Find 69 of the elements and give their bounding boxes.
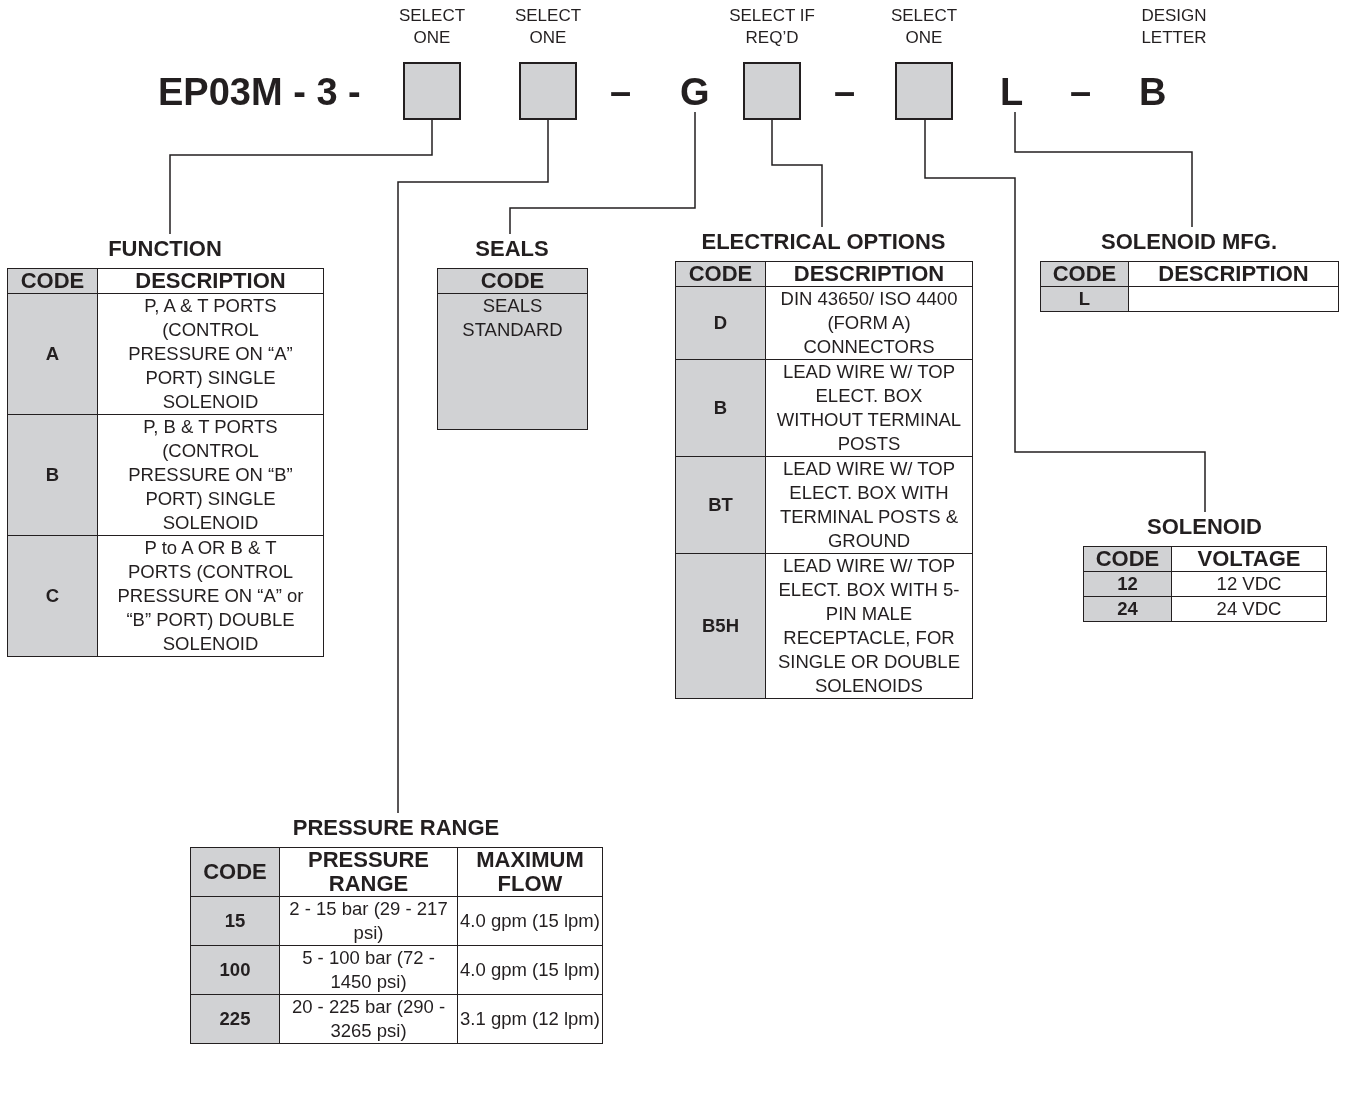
- description-text: 5 - 100 bar (72 - 1450 psi): [279, 945, 458, 995]
- code-box: [403, 62, 461, 120]
- code-letter: B: [1139, 72, 1167, 112]
- separator-dash: –: [1070, 72, 1092, 112]
- description-text: P, A & T PORTS (CONTROL PRESSURE ON “A” PORT) SINGLE SOLENOID: [97, 293, 324, 415]
- select-note: SELECT ONE: [397, 5, 467, 49]
- code-value: 24: [1083, 596, 1172, 622]
- description-text: LEAD WIRE W/ TOP ELECT. BOX WITH TERMINAL POSTS & GROUND: [765, 456, 973, 554]
- leader-line: [169, 119, 433, 235]
- code-value: L: [1040, 286, 1129, 312]
- code-letter: L: [1000, 72, 1024, 112]
- leader-line: [771, 119, 823, 228]
- code-value: 100: [190, 945, 280, 995]
- select-note: SELECT ONE: [889, 5, 959, 49]
- table-heading: FUNCTION: [107, 236, 223, 262]
- leader-line: [509, 111, 696, 235]
- code-value: B: [675, 359, 766, 457]
- select-note: SELECT IF REQ’D: [728, 5, 816, 49]
- code-value: A: [7, 293, 98, 415]
- description-text: 4.0 gpm (15 lpm): [457, 896, 603, 946]
- table-heading: PRESSURE RANGE: [291, 815, 501, 841]
- column-header: DESCRIPTION: [97, 268, 324, 294]
- design-note: DESIGN LETTER: [1140, 5, 1208, 49]
- code-box: [895, 62, 953, 120]
- description-text: 4.0 gpm (15 lpm): [457, 945, 603, 995]
- description-text: P to A OR B & T PORTS (CONTROL PRESSURE ON “A” or “B” PORT) DOUBLE SOLENOID: [97, 535, 324, 657]
- column-header: DESCRIPTION: [1128, 261, 1339, 287]
- select-note: SELECT ONE: [513, 5, 583, 49]
- column-header: DESCRIPTION: [765, 261, 973, 287]
- column-header: VOLTAGE: [1171, 546, 1327, 572]
- column-header: CODE: [1040, 261, 1129, 287]
- description-text: P, B & T PORTS (CONTROL PRESSURE ON “B” PORT) SINGLE SOLENOID: [97, 414, 324, 536]
- model-prefix: EP03M - 3 -: [158, 72, 361, 112]
- table-heading: SOLENOID MFG.: [1100, 229, 1278, 255]
- leader-line: [924, 119, 1206, 513]
- code-value: B: [7, 414, 98, 536]
- code-value: B5H: [675, 553, 766, 699]
- column-header: PRESSURE RANGE: [279, 847, 458, 897]
- table-heading: SOLENOID: [1146, 514, 1263, 540]
- description-text: 2 - 15 bar (29 - 217 psi): [279, 896, 458, 946]
- code-box: [519, 62, 577, 120]
- separator-dash: –: [610, 72, 632, 112]
- table-heading: ELECTRICAL OPTIONS: [700, 229, 947, 255]
- description-text: 12 VDC: [1171, 571, 1327, 597]
- separator-dash: –: [834, 72, 856, 112]
- column-header: CODE: [1083, 546, 1172, 572]
- code-value: SEALS STANDARD: [437, 293, 588, 430]
- table-heading: SEALS: [474, 236, 550, 262]
- description-text: DIN 43650/ ISO 4400 (FORM A) CONNECTORS: [765, 286, 973, 360]
- column-header: CODE: [7, 268, 98, 294]
- column-header: CODE: [437, 268, 588, 294]
- code-value: 12: [1083, 571, 1172, 597]
- code-value: C: [7, 535, 98, 657]
- column-header: CODE: [190, 847, 280, 897]
- code-letter: G: [680, 72, 710, 112]
- description-text: LEAD WIRE W/ TOP ELECT. BOX WITH 5-PIN MALE RECEPTACLE, FOR SINGLE OR DOUBLE SOLENOIDS: [765, 553, 973, 699]
- code-value: D: [675, 286, 766, 360]
- description-text: 24 VDC: [1171, 596, 1327, 622]
- leader-line: [397, 119, 549, 814]
- code-box: [743, 62, 801, 120]
- description-text: LEAD WIRE W/ TOP ELECT. BOX WITHOUT TERMINAL POSTS: [765, 359, 973, 457]
- code-value: 15: [190, 896, 280, 946]
- column-header: MAXIMUM FLOW: [457, 847, 603, 897]
- code-value: BT: [675, 456, 766, 554]
- leader-line: [1014, 111, 1193, 228]
- description-text: 20 - 225 bar (290 - 3265 psi): [279, 994, 458, 1044]
- description-text: 3.1 gpm (12 lpm): [457, 994, 603, 1044]
- column-header: CODE: [675, 261, 766, 287]
- code-value: 225: [190, 994, 280, 1044]
